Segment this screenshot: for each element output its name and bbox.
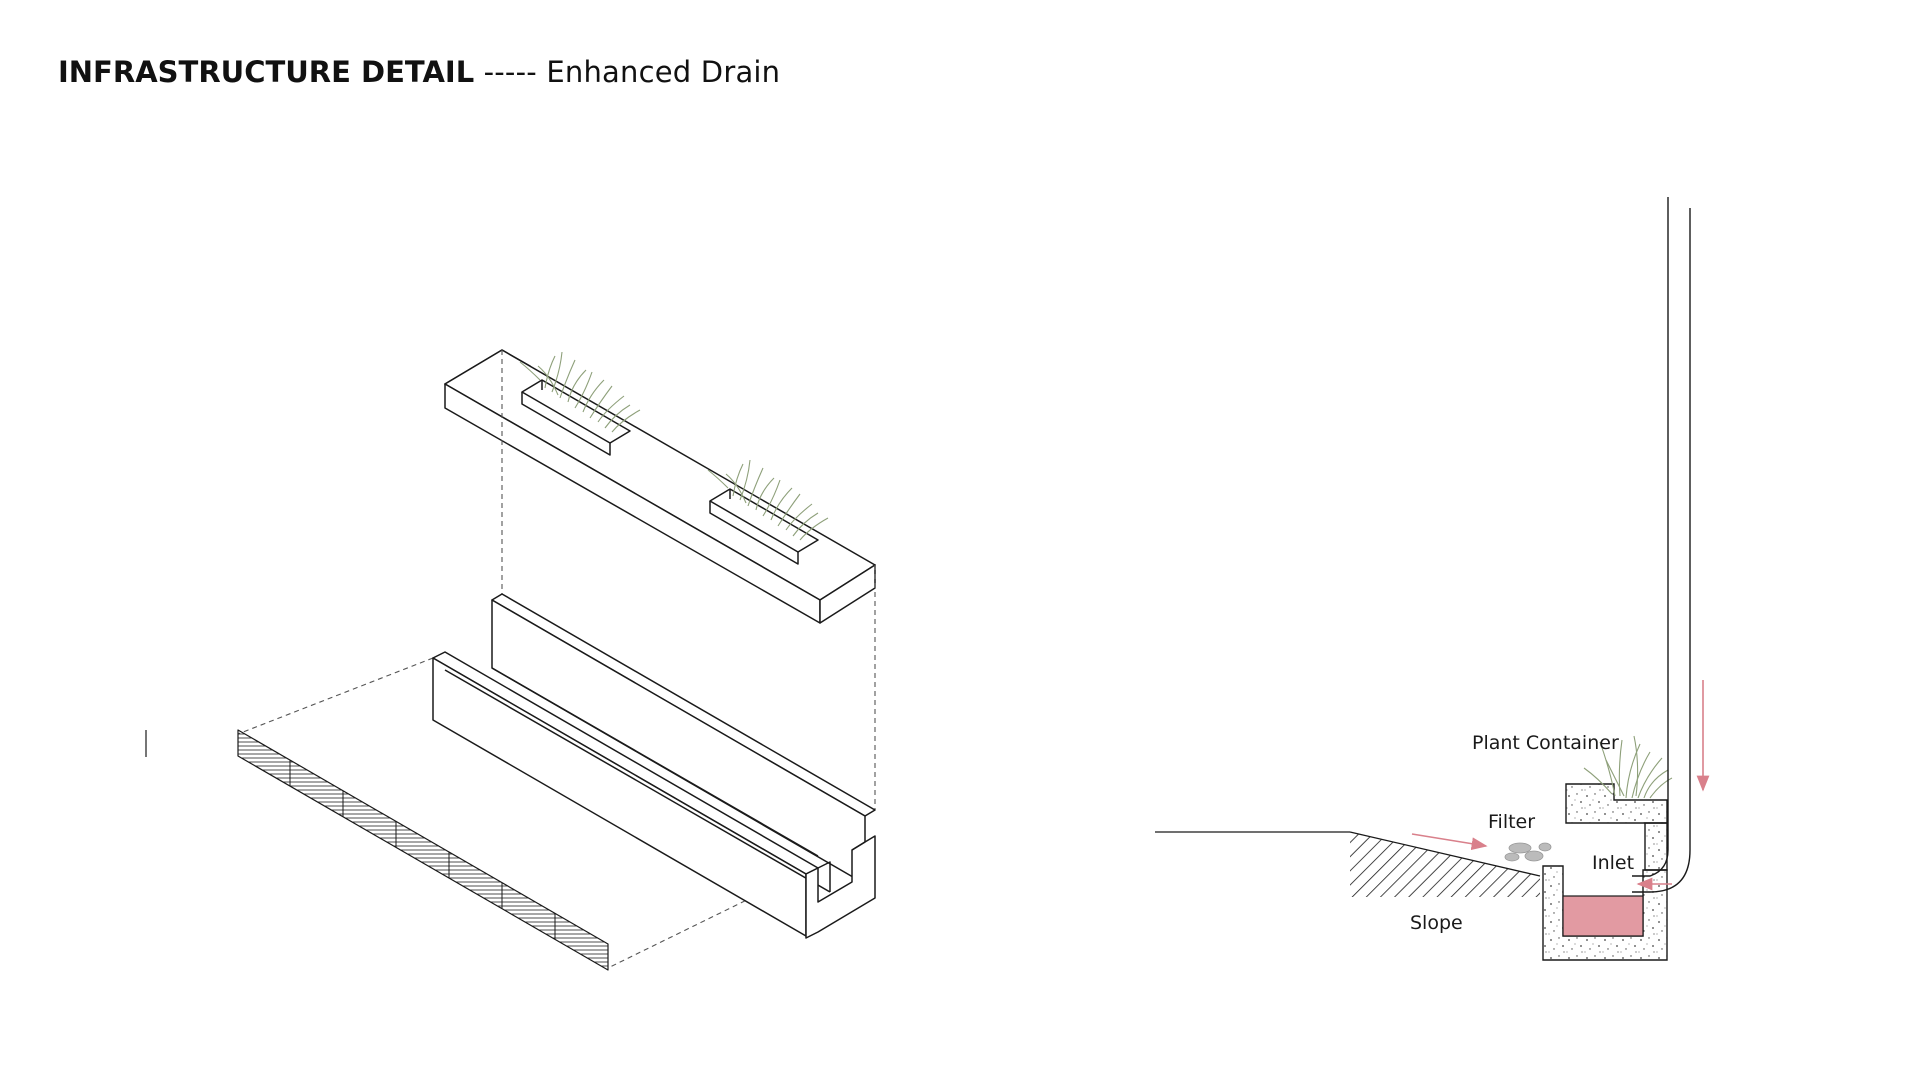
filter-icon	[1504, 842, 1552, 862]
downpipe	[1632, 197, 1691, 893]
grass-planter-2	[707, 459, 829, 541]
drain-grate	[237, 729, 609, 971]
title-main: INFRASTRUCTURE DETAIL	[58, 55, 475, 89]
page-title: INFRASTRUCTURE DETAIL ----- Enhanced Dra…	[58, 52, 780, 92]
title-separator: -----	[483, 55, 537, 89]
water-fill	[1562, 895, 1644, 937]
label-slope: Slope	[1410, 912, 1463, 934]
drain-section	[1542, 783, 1668, 961]
grass-planter-1	[519, 351, 641, 433]
planter-block	[444, 349, 876, 624]
slope-hatch	[1350, 832, 1540, 897]
axonometric-view	[145, 349, 876, 971]
drain-channel	[432, 593, 876, 939]
title-subtitle: Enhanced Drain	[546, 55, 781, 89]
label-plant-container: Plant Container	[1472, 732, 1619, 754]
grass-plant-container	[1583, 735, 1673, 799]
inflow-arrow	[1411, 833, 1488, 851]
label-inlet: Inlet	[1592, 852, 1634, 874]
section-view	[1155, 197, 1710, 961]
label-filter: Filter	[1488, 811, 1535, 833]
